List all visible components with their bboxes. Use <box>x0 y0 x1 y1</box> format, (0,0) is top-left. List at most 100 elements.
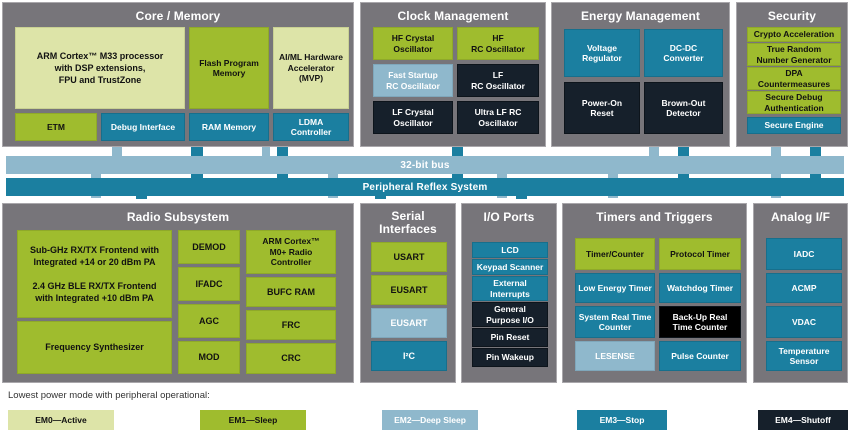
panel-title-io-ports: I/O Ports <box>483 210 535 224</box>
block-usart[interactable]: USART <box>371 242 447 272</box>
block-arm-cortex-m33[interactable]: ARM Cortex™ M33 processor with DSP exten… <box>15 27 185 109</box>
panel-analog-if: Analog I/F IADC ACMP VDAC Temperature Se… <box>753 203 848 383</box>
block-pin-reset[interactable]: Pin Reset <box>472 328 548 347</box>
block-temperature-sensor[interactable]: Temperature Sensor <box>766 341 842 371</box>
block-label: DPA Countermeasures <box>757 68 831 89</box>
block-rf-frontends[interactable]: Sub-GHz RX/TX Frontend with Integrated +… <box>17 230 172 318</box>
block-demod[interactable]: DEMOD <box>178 230 240 264</box>
block-label: System Real Time Counter <box>578 311 652 333</box>
block-label: Back-Up Real Time Counter <box>672 311 728 333</box>
panel-clock-management: Clock Management HF Crystal Oscillator H… <box>360 2 546 147</box>
block-backup-real-time-counter[interactable]: Back-Up Real Time Counter <box>659 306 741 338</box>
block-dc-dc-converter[interactable]: DC-DC Converter <box>644 29 723 77</box>
block-hf-rc-oscillator[interactable]: HF RC Oscillator <box>457 27 539 60</box>
block-watchdog-timer[interactable]: Watchdog Timer <box>659 273 741 303</box>
panel-title-radio-subsystem: Radio Subsystem <box>126 210 230 224</box>
block-label: VDAC <box>791 316 817 327</box>
block-crc[interactable]: CRC <box>246 343 336 374</box>
block-bufc-ram[interactable]: BUFC RAM <box>246 277 336 307</box>
block-lf-crystal-oscillator[interactable]: LF Crystal Oscillator <box>373 101 453 134</box>
panel-security: Security Crypto Acceleration True Random… <box>736 2 848 147</box>
block-pin-wakeup[interactable]: Pin Wakeup <box>472 348 548 367</box>
block-ultra-lf-rc-oscillator[interactable]: Ultra LF RC Oscillator <box>457 101 539 134</box>
block-external-interrupts[interactable]: External Interrupts <box>472 276 548 301</box>
block-dpa-countermeasures[interactable]: DPA Countermeasures <box>747 67 841 90</box>
panel-radio-subsystem: Radio Subsystem Sub-GHz RX/TX Frontend w… <box>2 203 354 383</box>
block-agc[interactable]: AGC <box>178 304 240 338</box>
block-label: LDMA Controller <box>290 116 332 138</box>
bus-peripheral-reflex-system: Peripheral Reflex System <box>6 178 844 196</box>
panel-energy-management: Energy Management Voltage Regulator DC-D… <box>551 2 730 147</box>
panel-io-ports: I/O Ports LCD Keypad Scanner External In… <box>461 203 557 383</box>
block-keypad-scanner[interactable]: Keypad Scanner <box>472 259 548 275</box>
block-mod[interactable]: MOD <box>178 341 240 374</box>
block-label: AGC <box>199 315 219 326</box>
block-general-purpose-io[interactable]: General Purpose I/O <box>472 302 548 327</box>
legend-chip-em0[interactable]: EM0—Active <box>8 410 114 430</box>
block-fast-startup-rc-oscillator[interactable]: Fast Startup RC Oscillator <box>373 64 453 97</box>
block-acmp[interactable]: ACMP <box>766 273 842 303</box>
legend-chip-em1[interactable]: EM1—Sleep <box>200 410 306 430</box>
block-label: Flash Program Memory <box>199 57 259 79</box>
legend-chip-em2[interactable]: EM2—Deep Sleep <box>382 410 478 430</box>
block-label: Protocol Timer <box>670 248 730 259</box>
block-label: Power-On Reset <box>581 97 623 119</box>
block-vdac[interactable]: VDAC <box>766 306 842 338</box>
block-eusart-em2[interactable]: EUSART <box>371 308 447 338</box>
block-eusart-em1[interactable]: EUSART <box>371 275 447 305</box>
block-label: Timer/Counter <box>586 248 644 259</box>
block-label: Frequency Synthesizer <box>45 342 144 353</box>
legend-label: EM1—Sleep <box>228 415 278 425</box>
block-flash-program-memory[interactable]: Flash Program Memory <box>189 27 269 109</box>
block-label: IADC <box>793 248 815 259</box>
block-timer-counter[interactable]: Timer/Counter <box>575 238 655 270</box>
block-label: EUSART <box>390 284 428 295</box>
block-etm[interactable]: ETM <box>15 113 97 141</box>
block-lesense[interactable]: LESENSE <box>575 341 655 371</box>
block-true-random-number-generator[interactable]: True Random Number Generator <box>747 43 841 66</box>
block-label: Secure Engine <box>764 120 824 131</box>
block-frequency-synthesizer[interactable]: Frequency Synthesizer <box>17 321 172 374</box>
bus-connector-stub <box>112 147 122 159</box>
block-secure-debug-authentication[interactable]: Secure Debug Authentication <box>747 91 841 114</box>
block-arm-cortex-m0-radio-controller[interactable]: ARM Cortex™ M0+ Radio Controller <box>246 230 336 274</box>
block-label: AI/ML Hardware Accelerator (MVP) <box>278 52 344 84</box>
block-brown-out-detector[interactable]: Brown-Out Detector <box>644 82 723 134</box>
block-label: RAM Memory <box>201 121 257 132</box>
block-voltage-regulator[interactable]: Voltage Regulator <box>564 29 640 77</box>
block-label: Temperature Sensor <box>778 345 830 367</box>
block-label: Pin Reset <box>490 332 530 343</box>
block-system-real-time-counter[interactable]: System Real Time Counter <box>575 306 655 338</box>
block-crypto-acceleration[interactable]: Crypto Acceleration <box>747 27 841 42</box>
block-label: Brown-Out Detector <box>661 97 706 119</box>
legend-chip-em4[interactable]: EM4—Shutoff <box>758 410 848 430</box>
block-low-energy-timer[interactable]: Low Energy Timer <box>575 273 655 303</box>
block-label: Debug Interface <box>110 121 176 132</box>
block-hf-crystal-oscillator[interactable]: HF Crystal Oscillator <box>373 27 453 60</box>
block-aiml-hardware-accelerator[interactable]: AI/ML Hardware Accelerator (MVP) <box>273 27 349 109</box>
block-secure-engine[interactable]: Secure Engine <box>747 117 841 134</box>
block-pulse-counter[interactable]: Pulse Counter <box>659 341 741 371</box>
block-lcd[interactable]: LCD <box>472 242 548 258</box>
bus-connector-stub <box>649 147 659 159</box>
block-label: External Interrupts <box>490 278 530 299</box>
panel-timers-and-triggers: Timers and Triggers Timer/Counter Protoc… <box>562 203 747 383</box>
panel-title-timers-and-triggers: Timers and Triggers <box>596 210 713 224</box>
block-label: LF RC Oscillator <box>471 70 525 91</box>
block-ifadc[interactable]: IFADC <box>178 267 240 301</box>
legend-chip-em3[interactable]: EM3—Stop <box>577 410 667 430</box>
legend-label: EM0—Active <box>35 415 87 425</box>
block-label: ARM Cortex™ M33 processor with DSP exten… <box>36 51 164 85</box>
block-power-on-reset[interactable]: Power-On Reset <box>564 82 640 134</box>
block-debug-interface[interactable]: Debug Interface <box>101 113 185 141</box>
block-label: HF RC Oscillator <box>471 33 525 54</box>
block-frc[interactable]: FRC <box>246 310 336 340</box>
panel-core-memory: Core / Memory ARM Cortex™ M33 processor … <box>2 2 354 147</box>
block-lf-rc-oscillator[interactable]: LF RC Oscillator <box>457 64 539 97</box>
block-ldma-controller[interactable]: LDMA Controller <box>273 113 349 141</box>
block-label: Sub-GHz RX/TX Frontend with Integrated +… <box>30 245 159 303</box>
block-iadc[interactable]: IADC <box>766 238 842 270</box>
block-protocol-timer[interactable]: Protocol Timer <box>659 238 741 270</box>
block-ram-memory[interactable]: RAM Memory <box>189 113 269 141</box>
block-i2c[interactable]: I²C <box>371 341 447 371</box>
